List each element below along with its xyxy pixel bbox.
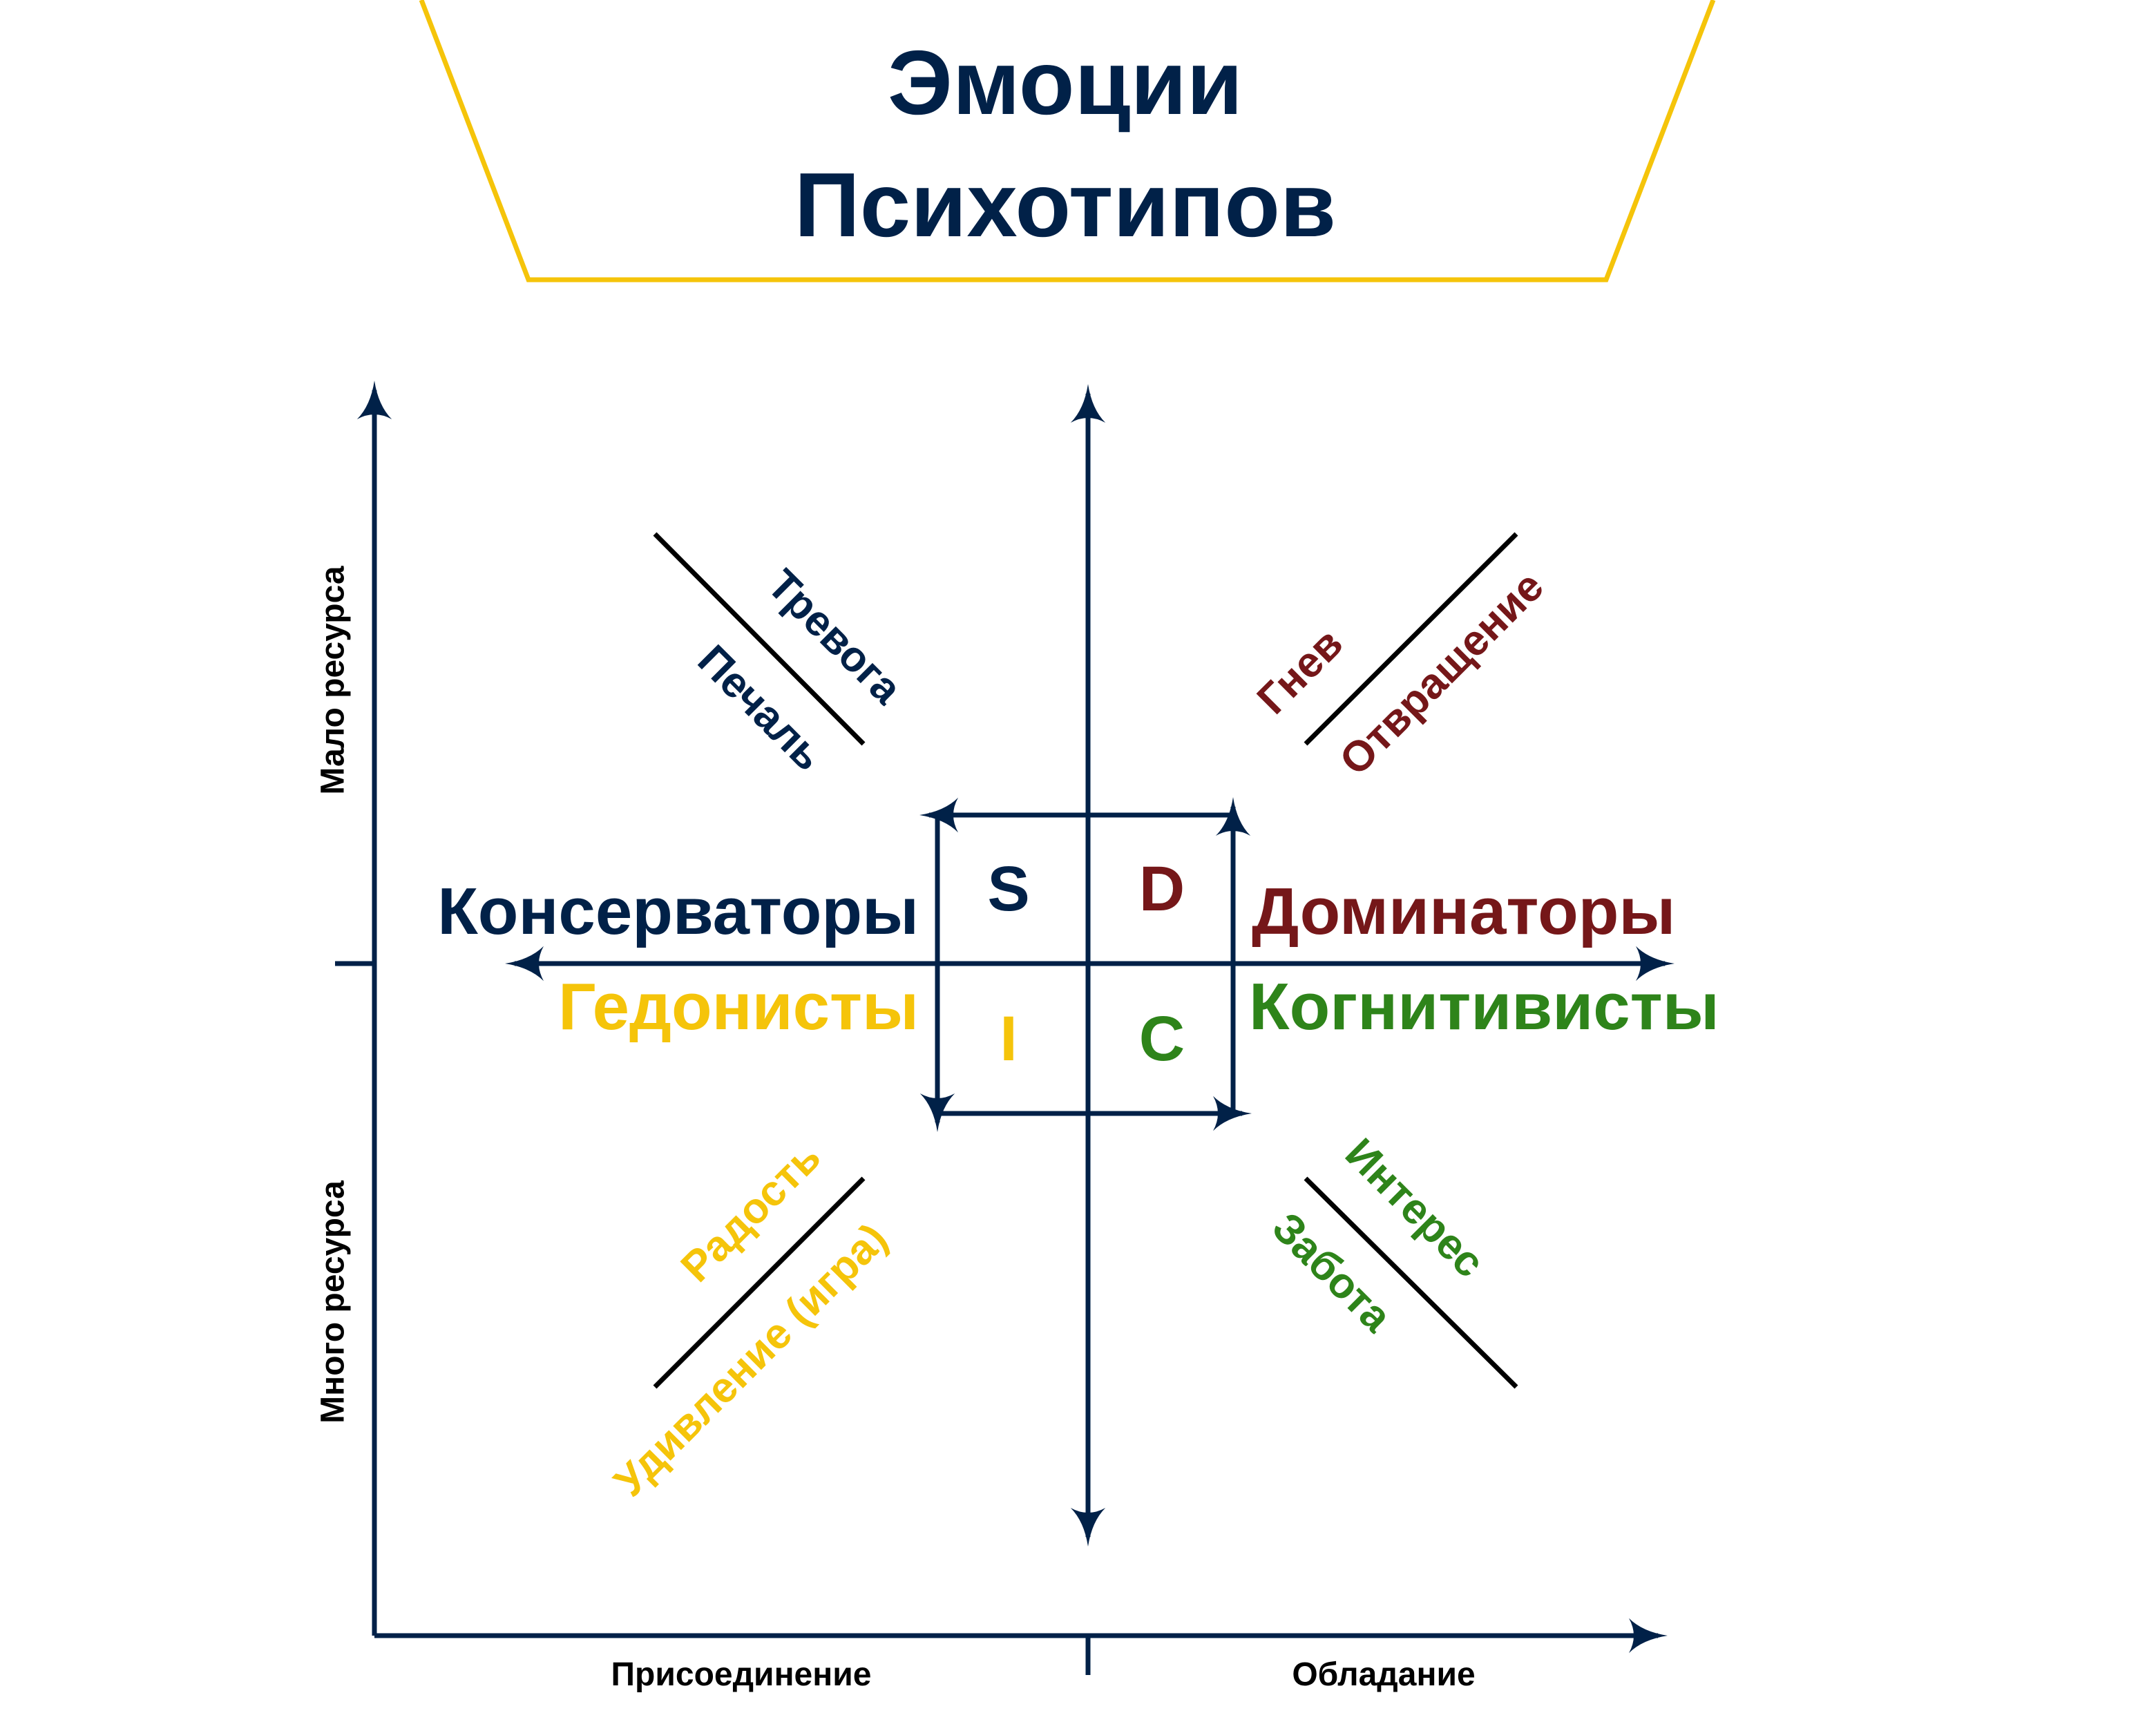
axis-label-affiliation: Присоединение [611,1656,872,1693]
type-hedonists: Гедонисты [558,970,919,1044]
emotion-interest: Интерес [1336,1129,1494,1287]
type-cognitivists: Когнитивисты [1249,970,1719,1044]
diagonal-top-right [1304,532,1518,746]
title-line-2: Психотипов [794,154,1336,256]
emotion-care: Забота [1263,1203,1401,1341]
emotion-anger: Гнев [1248,620,1352,723]
axis-label-high-resource: Много ресурса [315,1180,352,1424]
diagonal-bottom-right [1304,1176,1518,1389]
axis-label-possession: Обладание [1292,1656,1475,1693]
title-line-1: Эмоции [888,32,1243,133]
letter-i: I [1000,1004,1018,1074]
diagonal-bottom-left [653,1176,866,1389]
emotion-anxiety: Тревога [758,561,910,714]
title-frame [419,0,1716,283]
emotion-sadness: Печаль [689,636,832,780]
axis-label-low-resource: Мало ресурса [315,566,352,795]
diagonal-top-left [653,532,866,746]
emotion-surprise: Удивление (игра) [605,1214,897,1506]
letter-s: S [987,854,1029,924]
type-dominators: Доминаторы [1252,874,1675,948]
emotion-disgust: Отвращение [1330,562,1553,785]
type-conservators: Консерваторы [437,874,919,948]
emotion-joy: Радость [672,1133,830,1292]
letter-d: D [1139,854,1185,924]
letter-c: C [1139,1004,1185,1074]
